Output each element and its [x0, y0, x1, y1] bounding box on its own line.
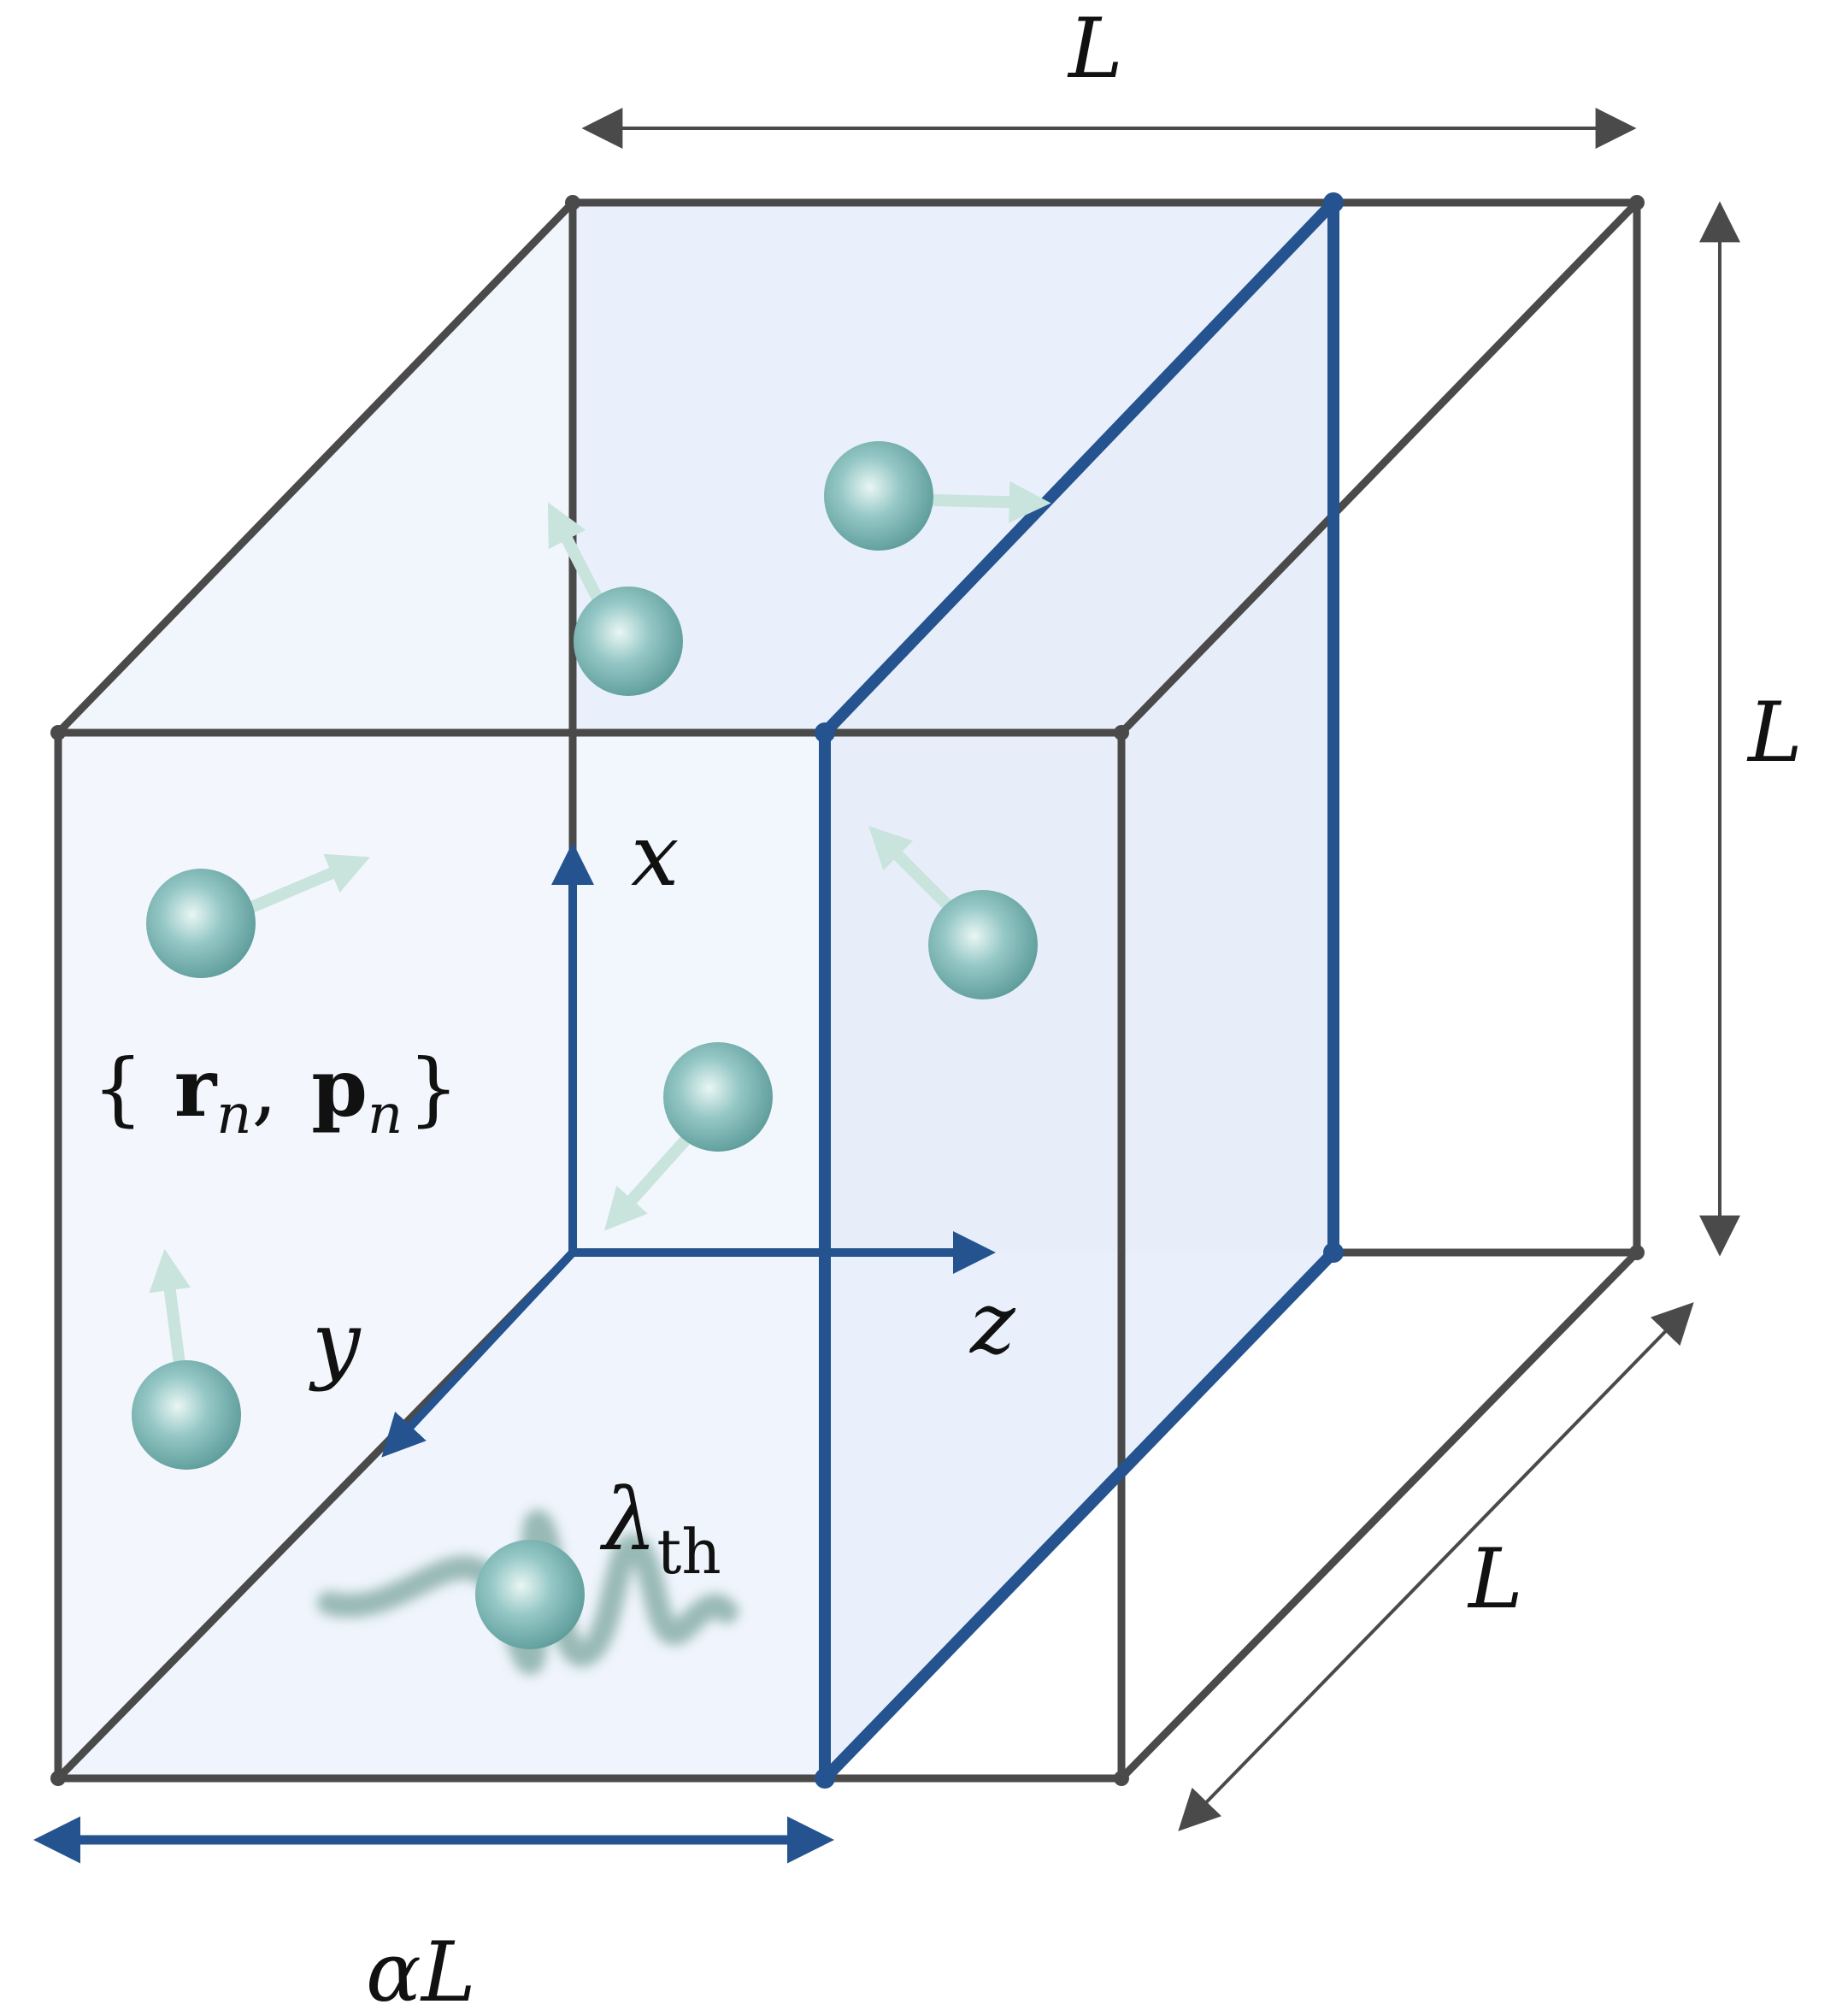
bottom-length-label: αL [366, 1925, 476, 2016]
particle [928, 890, 1038, 999]
dimension-arrows [33, 108, 1740, 1864]
y-axis [381, 1248, 577, 1458]
alpha-symbol: α [366, 1925, 421, 2016]
thermal-wavelength-label: λth [599, 1470, 721, 1588]
partition-wall [825, 203, 1333, 1778]
axis-y-label: y [309, 1293, 362, 1393]
right-length-label: L [1746, 685, 1803, 781]
particle [574, 587, 683, 696]
coordinate-axes [381, 842, 996, 1458]
phase-space-label: { rn, pn} [92, 1041, 459, 1147]
depth-length-label: L [1467, 1531, 1523, 1627]
particle [132, 1360, 241, 1470]
axis-x-label: x [631, 805, 679, 905]
frame-corners [50, 195, 1645, 1786]
particle [146, 869, 256, 978]
axis-z-label: z [969, 1273, 1016, 1373]
box-faces [58, 203, 1333, 1778]
particle [475, 1540, 585, 1649]
top-length-label: L [1067, 1, 1123, 97]
depth-length-arrow [1178, 1302, 1694, 1831]
partition-corners [815, 192, 1344, 1789]
bottom-L: L [420, 1925, 476, 2016]
particles [132, 441, 1038, 1649]
particle [824, 441, 933, 551]
particle [663, 1042, 773, 1152]
labels: L L L αL x y z { rn, pn} λth [92, 1, 1803, 2016]
